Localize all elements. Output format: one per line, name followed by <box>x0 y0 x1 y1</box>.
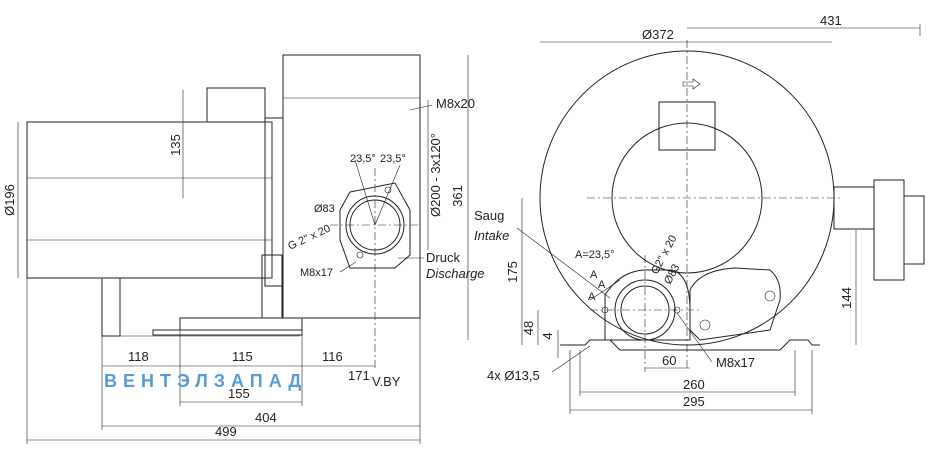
dim-118: 118 <box>128 349 149 364</box>
intake-stub <box>873 179 905 281</box>
label-druck: Druck <box>426 250 460 265</box>
dim-m8x17: M8x17 <box>300 267 333 279</box>
dim-holes: 4x Ø13,5 <box>487 368 540 383</box>
dim-g2: G 2" x 20 <box>286 223 332 253</box>
dim-135: 135 <box>168 134 183 156</box>
discharge-flange <box>339 182 411 269</box>
dim-404: 404 <box>255 410 277 425</box>
dim-d200: Ø200 - 3x120° <box>428 133 443 217</box>
top-block <box>658 101 716 151</box>
dim-a1: A <box>590 269 598 281</box>
base-plate <box>179 317 303 331</box>
dim-175: 175 <box>505 261 520 283</box>
dim-ang1: 23,5° <box>350 153 376 165</box>
left-view: Ø196 135 M8x20 Ø200 - 3x120° 361 23,5° 2… <box>2 54 485 444</box>
dim-144: 144 <box>839 287 854 309</box>
dim-116: 116 <box>322 349 343 364</box>
base-feet <box>560 339 820 351</box>
dim-115: 115 <box>232 349 253 364</box>
label-intake: Intake <box>474 228 509 243</box>
dim-361: 361 <box>450 185 465 207</box>
label-discharge: Discharge <box>426 266 485 281</box>
dim-ang2: 23,5° <box>380 153 406 165</box>
terminal-box <box>206 87 266 123</box>
dim-angle-a: A=23,5° <box>575 249 615 261</box>
dim-48: 48 <box>521 321 536 335</box>
fan-housing <box>282 54 421 319</box>
dim-a2: A <box>588 291 596 303</box>
dim-d83: Ø83 <box>314 203 335 215</box>
dim-155: 155 <box>228 386 250 401</box>
dim-260: 260 <box>683 377 705 392</box>
watermark-brand: ВЕНТЭЛЗАПАД <box>104 371 307 391</box>
watermark: ВЕНТЭЛЗАПАД V.BY <box>104 371 401 391</box>
dim-295: 295 <box>683 394 705 409</box>
label-saug: Saug <box>474 208 504 223</box>
dim-a3: A <box>598 279 606 291</box>
discharge-port-housing <box>689 267 781 341</box>
dim-60: 60 <box>662 353 676 368</box>
dim-499: 499 <box>215 424 237 439</box>
dim-m8x17-right: M8x17 <box>716 355 755 370</box>
dim-431: 431 <box>820 13 842 28</box>
dim-171: 171 <box>348 368 370 383</box>
dim-d372: Ø372 <box>642 27 674 42</box>
dim-4: 4 <box>540 332 555 339</box>
motor-body <box>26 121 273 279</box>
right-view: 431 Ø372 Saug Intake A=23,5° A A A G2" x… <box>474 13 925 414</box>
watermark-domain: V.BY <box>372 374 401 389</box>
dim-m8x20: M8x20 <box>436 96 475 111</box>
dim-d196: Ø196 <box>2 184 17 216</box>
